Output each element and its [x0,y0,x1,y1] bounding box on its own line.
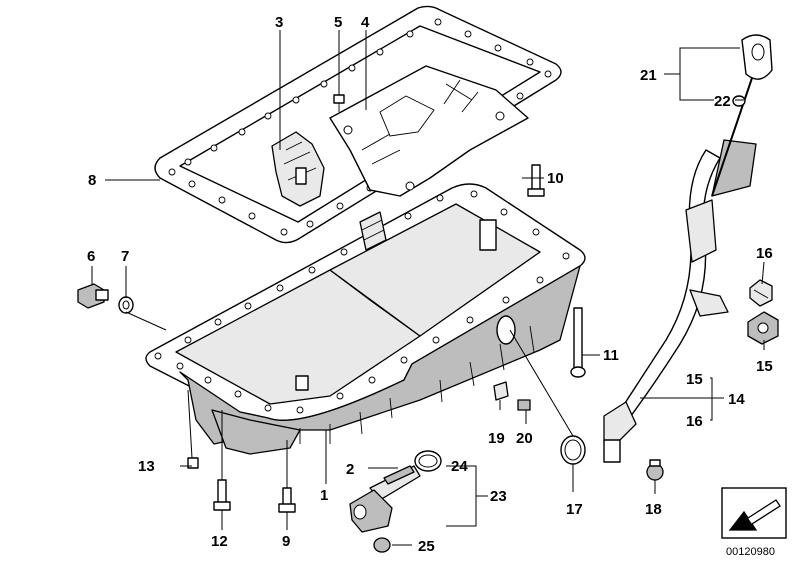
sensor-screw [383,465,415,485]
callout-2: 2 [346,461,354,478]
callout-18: 18 [645,501,662,518]
callout-15-left: 15 [686,371,703,388]
callout-8: 8 [88,172,96,189]
bolt-9 [278,487,296,513]
leader-lines [91,30,765,546]
dipstick [711,34,773,197]
oil-level-sensor [349,465,421,533]
callout-12: 12 [211,533,228,550]
callout-4: 4 [361,14,370,31]
callout-5: 5 [334,14,342,31]
oil-pan [145,183,586,455]
tube-clip-upper [749,279,773,307]
callout-21: 21 [640,67,657,84]
callout-labels: 3 5 4 8 6 7 10 11 13 12 9 1 2 24 23 25 1… [87,14,773,555]
screw-18 [646,459,664,481]
bolt-10 [527,164,545,197]
callout-13: 13 [138,458,155,475]
tube-clip-lower [747,311,779,345]
callout-17: 17 [566,501,583,518]
callout-3: 3 [275,14,283,31]
callout-20: 20 [516,430,533,447]
callout-24: 24 [451,458,468,475]
callout-1: 1 [320,487,328,504]
callout-19: 19 [488,430,505,447]
bolt-13 [187,457,199,469]
callout-14: 14 [728,391,745,408]
nav-symbol [721,487,787,539]
screw-20 [517,399,531,411]
diagram-part-number: 00120980 [726,546,775,558]
callout-16-top: 16 [756,245,773,262]
callout-10: 10 [547,170,564,187]
callout-11: 11 [603,347,619,364]
callout-6: 6 [87,248,95,265]
o-ring-17 [560,435,586,465]
callout-7: 7 [121,248,129,265]
dipstick-guide-tube [603,139,757,463]
callout-23: 23 [490,488,507,505]
pickup-bracket [271,131,325,207]
callout-15-right: 15 [756,358,773,375]
drain-washer [118,296,134,314]
clip-19 [493,381,509,401]
oil-baffle-plate [329,65,529,197]
callout-9: 9 [282,533,290,550]
pan-clips [359,211,387,251]
sensor-seal-ring [414,450,442,472]
arrow-down-left-icon [728,499,781,531]
callout-16-left: 16 [686,413,703,430]
bolt-11 [570,307,586,378]
drain-plug [77,283,109,309]
callout-25: 25 [418,538,435,555]
bolt-12 [213,479,231,511]
sensor-nut [373,537,391,553]
callout-22: 22 [714,93,731,110]
